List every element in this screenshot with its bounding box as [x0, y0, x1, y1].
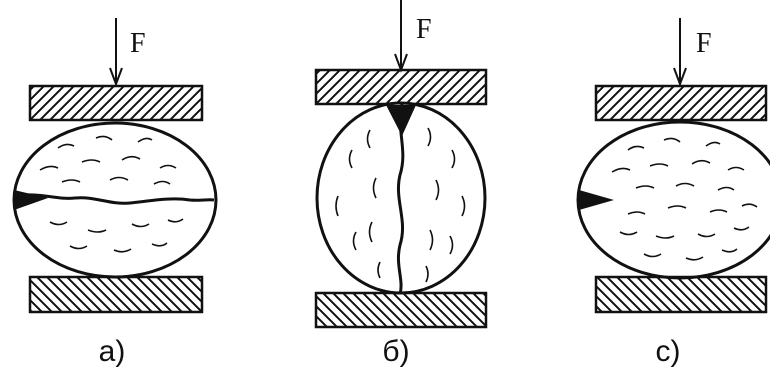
top-plate-b: [314, 68, 488, 106]
top-plate-a: [28, 84, 204, 122]
force-arrow-c: [673, 18, 687, 87]
shell-texture-a: [39, 135, 184, 253]
top-plate-c: [594, 84, 768, 122]
shell-texture-b: [335, 127, 466, 283]
caption-c: c): [656, 335, 681, 368]
panel-c: F c): [576, 18, 770, 368]
crack-b: [396, 103, 405, 295]
bottom-plate-c: [594, 275, 768, 314]
crack-origin-c: [579, 190, 614, 210]
bottom-plate-a: [28, 275, 204, 314]
crack-a: [15, 193, 215, 205]
force-arrow-a: [109, 18, 123, 87]
shell-texture-c: [611, 137, 758, 261]
crack-origin-b: [386, 105, 416, 136]
crack-origin-a: [14, 190, 48, 210]
force-arrow-b: [394, 0, 408, 73]
panel-b: F б): [314, 0, 488, 368]
caption-b: б): [382, 335, 409, 368]
panel-a: F a): [12, 18, 218, 368]
force-label-b: F: [416, 14, 432, 45]
bottom-plate-b: [314, 291, 488, 329]
force-label-a: F: [130, 28, 146, 59]
caption-a: a): [99, 335, 126, 368]
force-label-c: F: [696, 28, 712, 59]
